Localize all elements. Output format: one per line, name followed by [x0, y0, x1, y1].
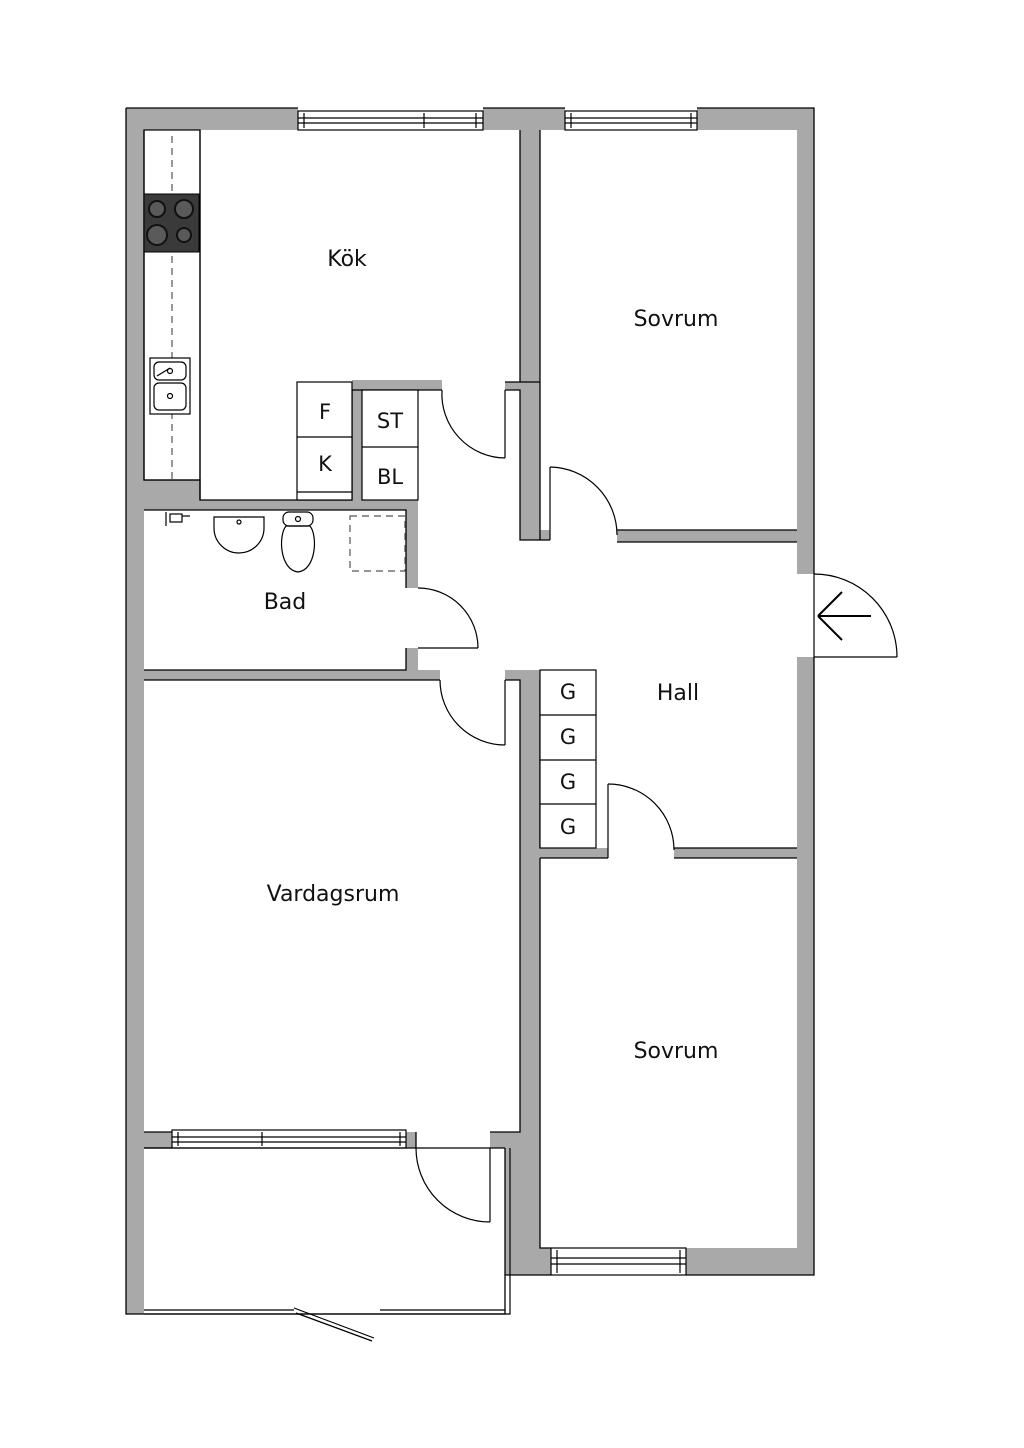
appliance-column	[296, 381, 353, 501]
room-label-living-room: Vardagsrum	[267, 882, 400, 907]
toilet-icon	[280, 511, 316, 573]
wall-outline	[125, 107, 815, 1315]
door-bedroom-bottom	[607, 783, 675, 858]
walls	[126, 108, 814, 1314]
closet-label: ST	[377, 409, 403, 433]
door-kitchen	[441, 389, 506, 459]
room-label-kitchen: Kök	[327, 247, 367, 272]
faucet-icon	[165, 512, 190, 526]
wardrobe-column	[539, 669, 597, 849]
balcony	[144, 1147, 511, 1342]
window-bedroom-bottom	[550, 1247, 687, 1276]
closet-column	[361, 389, 419, 501]
door-living-room	[439, 679, 506, 746]
window-living-room	[171, 1129, 407, 1149]
sink-icon	[149, 357, 191, 415]
freezer-label: K	[318, 452, 333, 476]
window-bedroom-top	[564, 110, 698, 131]
stove-icon	[143, 193, 200, 253]
kitchen-counter	[143, 129, 201, 481]
wardrobe-label: G	[560, 770, 576, 794]
entrance-arrow-icon	[817, 591, 871, 641]
door-balcony	[415, 1147, 491, 1223]
wardrobe-label: G	[560, 725, 576, 749]
wardrobe-label: G	[560, 815, 576, 839]
window-kitchen	[297, 110, 484, 131]
door-bathroom	[417, 587, 479, 649]
fridge-label: F	[319, 400, 331, 424]
room-label-bathroom: Bad	[264, 590, 307, 615]
door-bedroom-top	[549, 466, 618, 540]
linen-closet-label: BL	[377, 465, 403, 489]
washbasin-icon	[213, 516, 265, 554]
room-label-bedroom-top: Sovrum	[634, 307, 719, 332]
door-entrance	[813, 573, 898, 658]
wardrobe-label: G	[560, 680, 576, 704]
room-label-hall: Hall	[657, 681, 699, 706]
shower-area	[349, 515, 406, 572]
room-label-bedroom-bottom: Sovrum	[634, 1039, 719, 1064]
